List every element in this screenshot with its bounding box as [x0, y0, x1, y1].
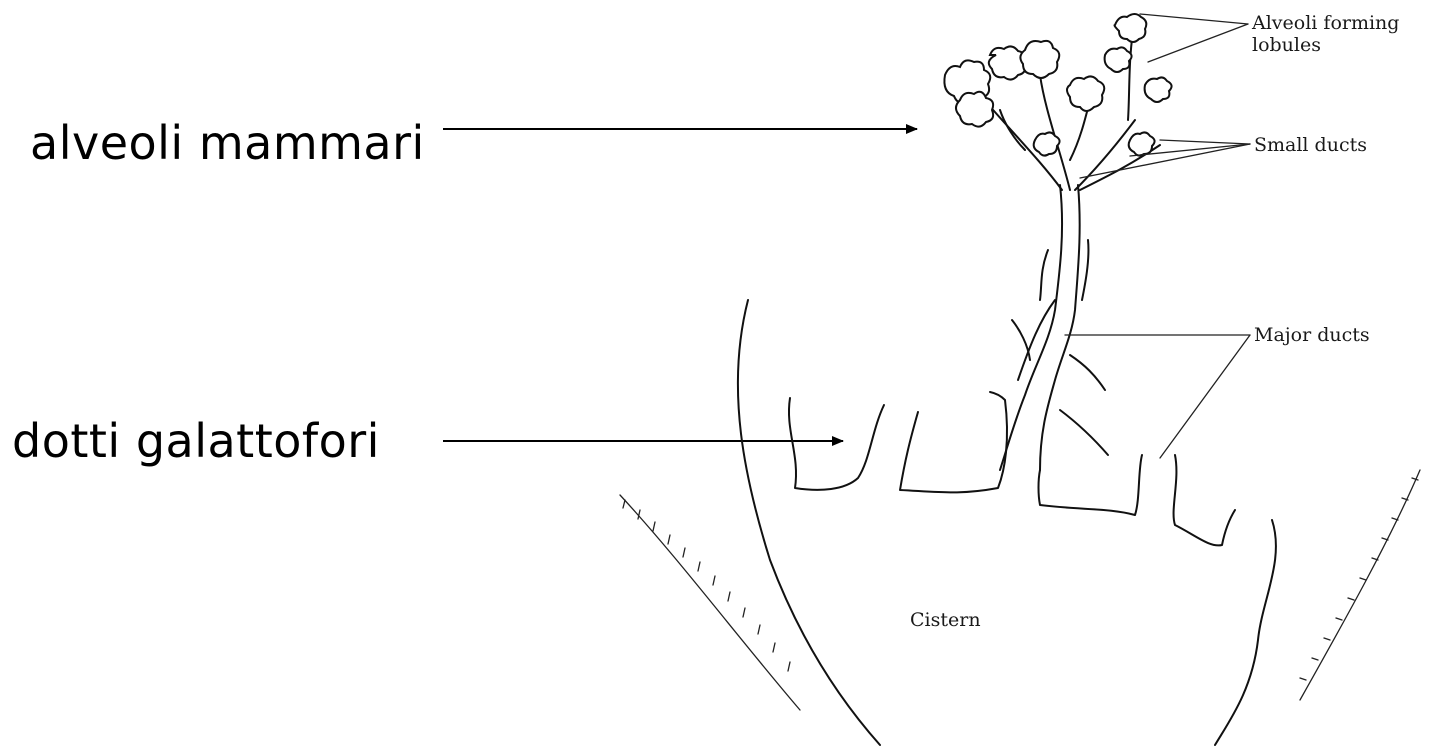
cistern-label: Cistern	[910, 609, 981, 631]
small-ducts-label: Small ducts	[1254, 134, 1367, 156]
duct-opening-2	[900, 392, 1007, 492]
alveoli-lobules	[944, 14, 1171, 156]
duct-opening-3	[1039, 455, 1143, 515]
alveoli-forming-line2: lobules	[1252, 34, 1399, 56]
alveoli-mammari-label: alveoli mammari	[30, 116, 425, 170]
duct-opening-4	[1174, 455, 1235, 545]
udder-left-wall	[738, 300, 880, 745]
major-duct-branch	[1060, 410, 1108, 455]
skin-hatch-right	[1300, 470, 1420, 700]
cistern-boundary	[789, 398, 884, 490]
alveoli-forming-line1: Alveoli forming	[1252, 12, 1399, 34]
udder-right-wall	[1215, 520, 1276, 745]
major-ducts-label: Major ducts	[1254, 324, 1370, 346]
major-duct-trunk	[1000, 185, 1062, 470]
alveoli-forming-label: Alveoli forming lobules	[1252, 12, 1399, 56]
dotti-galattofori-label: dotti galattofori	[12, 414, 380, 468]
major-duct-branch	[1070, 355, 1105, 390]
small-duct	[1040, 75, 1070, 190]
major-duct-branch	[1040, 250, 1048, 300]
small-duct	[1000, 110, 1025, 150]
major-duct-trunk-right	[1040, 185, 1080, 470]
small-duct	[1075, 120, 1135, 190]
major-duct-branch	[1082, 240, 1088, 300]
skin-hatch-left	[620, 495, 800, 710]
